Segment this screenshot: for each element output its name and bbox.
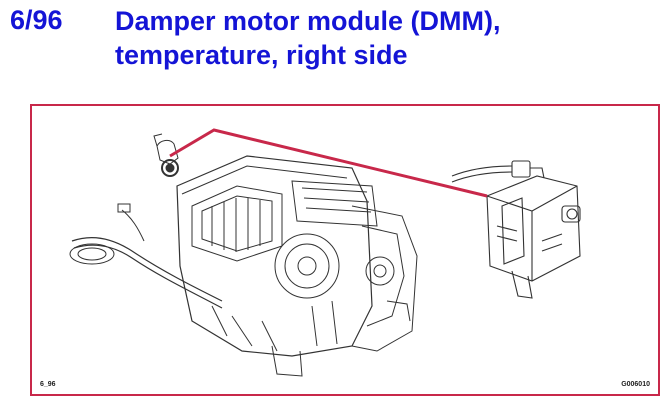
page-title: Damper motor module (DMM), temperature, … (115, 4, 501, 72)
figure-frame: 6_96 G006010 (30, 104, 660, 396)
hvac-unit-drawing (69, 133, 418, 377)
figure-id-left: 6_96 (40, 381, 56, 388)
page-number: 6/96 (10, 5, 63, 35)
title-line-1: Damper motor module (DMM), (115, 6, 501, 36)
callout-line (169, 128, 488, 198)
title-line-2: temperature, right side (115, 40, 408, 70)
hvac-illustration (69, 128, 581, 377)
damper-motor-module-drawing (451, 160, 581, 299)
figure-id-right: G006010 (621, 381, 650, 388)
